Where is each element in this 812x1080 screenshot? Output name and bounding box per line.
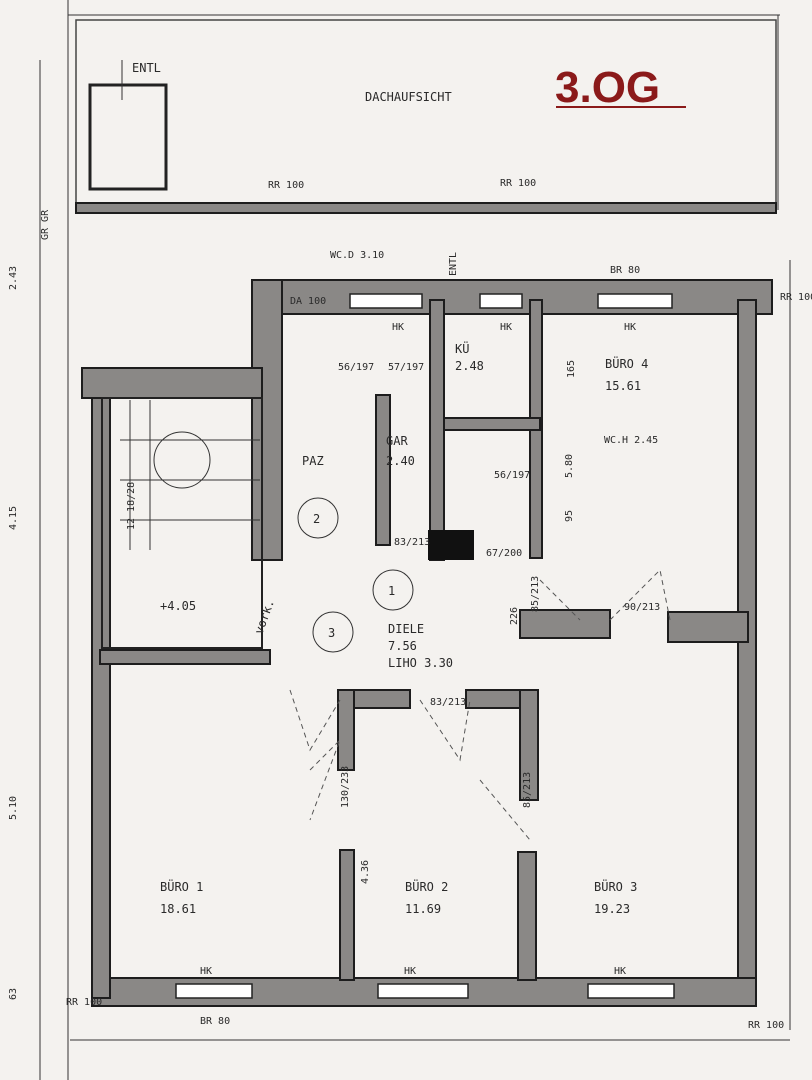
svg-text:RR 100: RR 100 [66, 997, 102, 1008]
markers: 2 1 3 [297, 497, 414, 653]
svg-text:18.61: 18.61 [160, 902, 196, 916]
svg-text:165: 165 [566, 360, 577, 378]
svg-text:HK: HK [404, 966, 416, 977]
svg-text:56/197: 56/197 [338, 362, 374, 373]
svg-text:DA 100: DA 100 [290, 296, 326, 307]
svg-text:HK: HK [624, 322, 636, 333]
svg-text:RR 100: RR 100 [500, 178, 536, 189]
svg-text:85/213: 85/213 [530, 576, 541, 612]
svg-text:12 18/28: 12 18/28 [126, 482, 137, 530]
svg-text:15.61: 15.61 [605, 379, 641, 393]
svg-text:KÜ: KÜ [455, 340, 469, 356]
svg-text:BÜRO 4: BÜRO 4 [605, 355, 648, 371]
stair-level: +4.05 [160, 599, 196, 613]
svg-text:HK: HK [392, 322, 404, 333]
svg-text:11.69: 11.69 [405, 902, 441, 916]
hk-labels: HK HK HK HK HK HK [200, 322, 636, 977]
svg-text:4.36: 4.36 [360, 860, 371, 884]
door-swings [289, 568, 671, 841]
room-labels: KÜ 2.48 BÜRO 4 15.61 GAR 2.40 PAZ DIELE … [160, 340, 648, 916]
svg-text:BÜRO 3: BÜRO 3 [594, 878, 637, 894]
svg-text:HK: HK [500, 322, 512, 333]
svg-text:226: 226 [509, 607, 520, 625]
wc-d-label: WC.D 3.10 [330, 250, 384, 261]
svg-text:RR 100: RR 100 [268, 180, 304, 191]
svg-text:2.48: 2.48 [455, 359, 484, 373]
svg-text:83/213: 83/213 [394, 537, 430, 548]
svg-text:LIHO 3.30: LIHO 3.30 [388, 656, 453, 670]
svg-text:5.80: 5.80 [564, 454, 575, 478]
svg-text:BR 80: BR 80 [610, 265, 640, 276]
wc-h-label: WC.H 2.45 [604, 435, 658, 446]
svg-text:BÜRO 1: BÜRO 1 [160, 878, 203, 894]
svg-text:63: 63 [8, 988, 19, 1000]
svg-text:7.56: 7.56 [388, 639, 417, 653]
svg-text:83/213: 83/213 [430, 697, 466, 708]
roof-label: DACHAUFSICHT [365, 90, 452, 104]
svg-text:BÜRO 2: BÜRO 2 [405, 878, 448, 894]
svg-text:HK: HK [200, 966, 212, 977]
svg-text:67/200: 67/200 [486, 548, 522, 559]
svg-text:PAZ: PAZ [302, 454, 324, 468]
svg-text:19.23: 19.23 [594, 902, 630, 916]
windows [175, 293, 675, 999]
svg-text:GR GR: GR GR [40, 209, 51, 240]
walls [81, 279, 773, 1007]
svg-text:85/213: 85/213 [522, 772, 533, 808]
svg-text:4.15: 4.15 [8, 506, 19, 530]
svg-text:2.43: 2.43 [8, 266, 19, 290]
svg-text:BR 80: BR 80 [200, 1016, 230, 1027]
svg-text:5.10: 5.10 [8, 796, 19, 820]
svg-text:RR 100: RR 100 [780, 292, 812, 303]
svg-text:90/213: 90/213 [624, 602, 660, 613]
svg-text:ENTL: ENTL [448, 252, 459, 276]
svg-text:2: 2 [313, 512, 320, 526]
svg-text:3: 3 [328, 626, 335, 640]
door-dimensions: 83/213 90/213 85/213 130/233 83/213 85/2… [338, 362, 660, 808]
svg-text:95: 95 [564, 510, 575, 522]
svg-text:1: 1 [388, 584, 395, 598]
dimension-lines [39, 0, 791, 1080]
misc-dimensions: 226 165 95 5.80 4.36 [360, 360, 577, 884]
svg-text:57/197: 57/197 [388, 362, 424, 373]
entl-label: ENTL [132, 61, 161, 75]
svg-text:GAR: GAR [386, 434, 408, 448]
svg-text:2.40: 2.40 [386, 454, 415, 468]
roof-area [75, 19, 777, 214]
svg-text:DIELE: DIELE [388, 622, 424, 636]
svg-text:56/197: 56/197 [494, 470, 530, 481]
staircase [101, 397, 263, 649]
svg-text:RR 100: RR 100 [748, 1020, 784, 1031]
left-dimensions: 2.43 4.15 5.10 63 [8, 266, 19, 1000]
svg-text:130/233: 130/233 [340, 766, 351, 808]
svg-text:HK: HK [614, 966, 626, 977]
floor-title: 3.OG [555, 63, 660, 112]
